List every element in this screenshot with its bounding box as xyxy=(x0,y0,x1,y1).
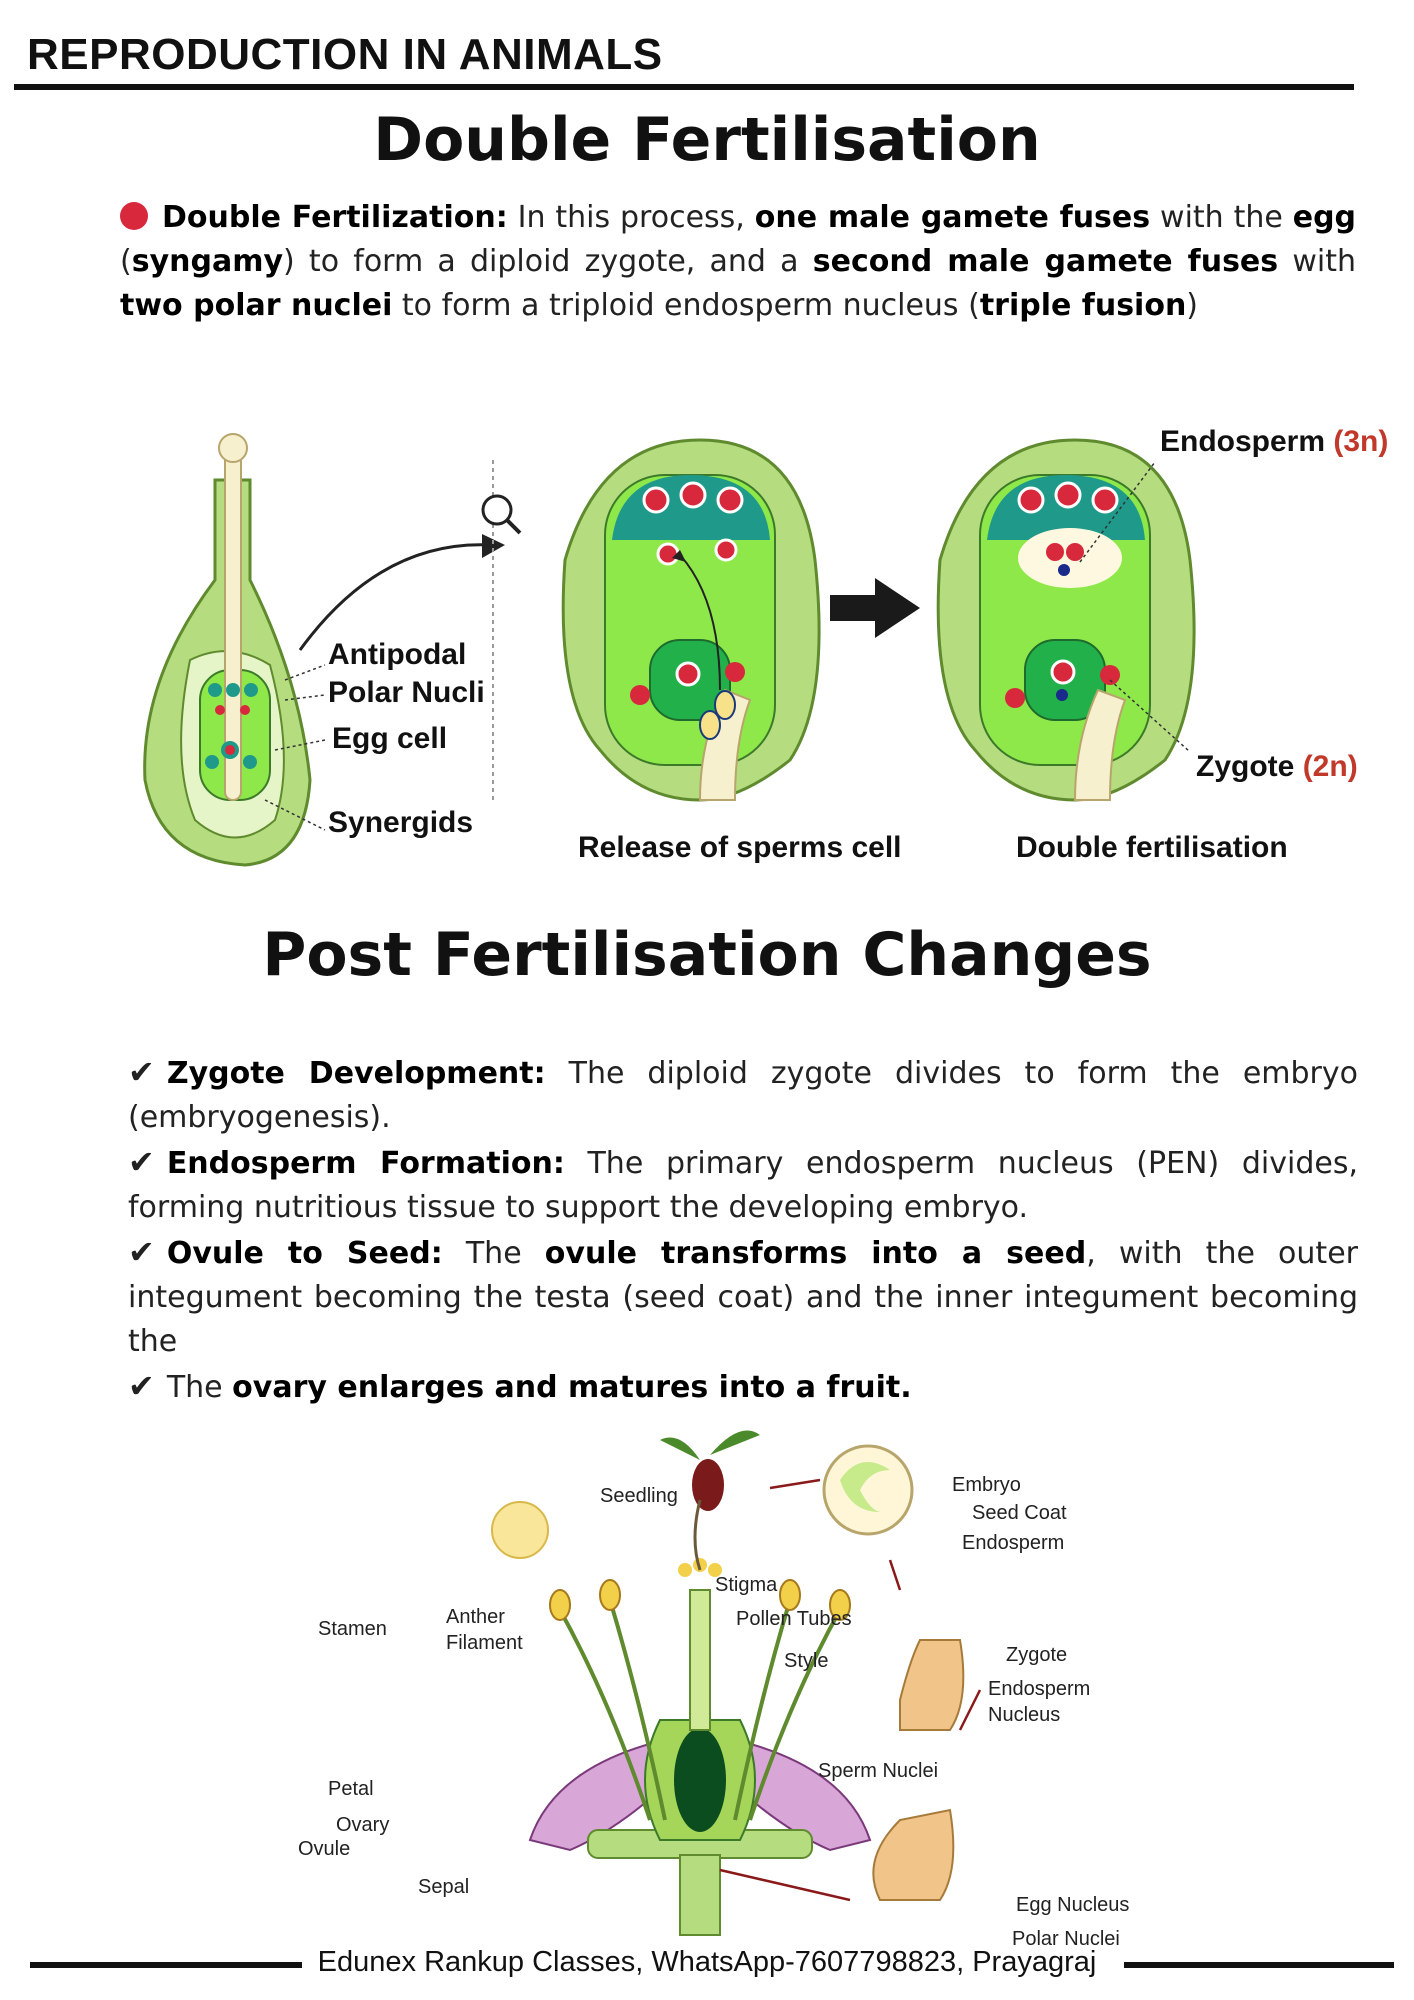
term: Double Fertilization: xyxy=(162,200,508,235)
ovule-right-illustration xyxy=(936,438,1196,802)
item-text: The diploid zygote divides to form the e… xyxy=(128,1056,1358,1135)
label-polar-nucli: Polar Nucli xyxy=(328,676,485,709)
label-ovule: Ovule xyxy=(298,1838,351,1860)
item-term: Endosperm Formation: xyxy=(166,1146,565,1181)
post-fertilisation-flower-diagram xyxy=(491,1430,982,1936)
bold-text: triple fusion xyxy=(979,288,1187,323)
label-seed-coat: Seed Coat xyxy=(972,1502,1067,1524)
text: with xyxy=(1278,244,1356,279)
label-petal: Petal xyxy=(328,1778,374,1800)
ovule-left-illustration xyxy=(143,433,522,867)
label-endosperm-seed: Endosperm xyxy=(962,1532,1065,1554)
footer-rule-right xyxy=(1124,1962,1394,1968)
text: ) to form a diploid zygote, and a xyxy=(283,244,813,279)
label-zygote: Zygote (2n) xyxy=(1196,750,1358,784)
label-egg-cell: Egg cell xyxy=(332,722,448,755)
bold-text: syngamy xyxy=(131,244,284,279)
ovule-mature xyxy=(872,1808,955,1901)
bold-text: one male gamete fuses xyxy=(754,200,1151,235)
endosperm-text: Endosperm xyxy=(1160,425,1326,458)
label-sperm-nuclei: Sperm Nuclei xyxy=(818,1760,939,1782)
label-endosperm: Endosperm (3n) xyxy=(1160,425,1388,459)
item-text: The primary endosperm nucleus (PEN) divi… xyxy=(128,1146,1358,1225)
label-pollen-tubes: Pollen Tubes xyxy=(736,1608,852,1630)
label-sepal: Sepal xyxy=(418,1876,470,1898)
text: In this process, xyxy=(507,200,755,235)
check-icon: ✔ xyxy=(128,1053,155,1091)
label-anther: Anther xyxy=(446,1606,505,1628)
label-ovary: Ovary xyxy=(336,1814,390,1836)
footer-text: Edunex Rankup Classes, WhatsApp-76077988… xyxy=(317,1946,1097,1978)
zygote-ploidy: (2n) xyxy=(1302,750,1358,783)
item-text: The xyxy=(442,1236,545,1271)
text: to form a triploid endosperm nucleus ( xyxy=(392,288,980,323)
caption-double-fertilisation: Double fertilisation xyxy=(1016,831,1288,864)
label-embryo: Embryo xyxy=(952,1474,1021,1496)
label-stamen: Stamen xyxy=(318,1618,387,1640)
flower-illustration xyxy=(491,1501,872,1936)
text: ) xyxy=(1186,288,1199,323)
item-term: Ovule to Seed: xyxy=(166,1236,443,1271)
double-fertilisation-diagram xyxy=(143,433,1196,867)
ovule-developing xyxy=(899,1639,965,1731)
caption-release-sperms: Release of sperms cell xyxy=(578,831,902,864)
footer-rule-left xyxy=(30,1962,302,1968)
header-divider xyxy=(14,84,1354,90)
label-endosperm-nucleus-line1: Endosperm xyxy=(988,1678,1091,1700)
label-polar-nuclei: Polar Nuclei xyxy=(1012,1928,1120,1950)
text: ( xyxy=(120,244,132,279)
item-term: Zygote Development: xyxy=(166,1056,546,1091)
label-antipodal: Antipodal xyxy=(328,638,467,671)
label-zygote-seq: Zygote xyxy=(1006,1644,1068,1666)
label-filament: Filament xyxy=(446,1632,523,1654)
zygote-text: Zygote xyxy=(1196,750,1295,783)
label-stigma: Stigma xyxy=(715,1574,778,1596)
text: with the xyxy=(1150,200,1293,235)
item-bold: ovule transforms into a seed xyxy=(544,1236,1087,1271)
check-icon: ✔ xyxy=(128,1233,155,1271)
bold-text: second male gamete fuses xyxy=(812,244,1279,279)
list-item: ✔ Ovule to Seed: The ovule transforms int… xyxy=(128,1230,1358,1364)
label-endosperm-nucleus-line2: Nucleus xyxy=(988,1704,1061,1726)
page-header-title: REPRODUCTION IN ANIMALS xyxy=(27,30,663,79)
bold-text: egg xyxy=(1292,200,1357,235)
check-icon: ✔ xyxy=(128,1367,155,1405)
label-synergids: Synergids xyxy=(328,806,474,839)
bullet-dot-icon xyxy=(120,202,148,230)
process-arrow-icon xyxy=(830,578,920,638)
section-heading-post-fertilisation: Post Fertilisation Changes xyxy=(262,920,1152,990)
section-heading-double-fertilisation: Double Fertilisation xyxy=(373,105,1041,175)
ovule-middle-illustration xyxy=(561,438,821,802)
item-bold: ovary enlarges and matures into a fruit. xyxy=(232,1370,912,1405)
seedling-illustration xyxy=(660,1430,760,1571)
bold-text: two polar nuclei xyxy=(120,288,393,323)
item-text: , with the outer integument becoming the… xyxy=(128,1236,1358,1359)
post-fertilisation-list: ✔ Zygote Development: The diploid zygote … xyxy=(128,1050,1358,1410)
list-item: ✔ Endosperm Formation: The primary endosp… xyxy=(128,1140,1358,1230)
endosperm-ploidy: (3n) xyxy=(1333,425,1389,458)
check-icon: ✔ xyxy=(128,1143,155,1181)
label-seedling: Seedling xyxy=(600,1485,678,1507)
list-item: ✔ Zygote Development: The diploid zygote … xyxy=(128,1050,1358,1140)
double-fertilization-paragraph: Double Fertilization: In this process, o… xyxy=(120,196,1356,328)
list-item: ✔ The ovary enlarges and matures into a f… xyxy=(128,1364,1358,1410)
seed-cross-section xyxy=(822,1444,914,1536)
label-style: Style xyxy=(784,1650,829,1672)
label-egg-nucleus: Egg Nucleus xyxy=(1016,1894,1130,1916)
item-text: The xyxy=(166,1370,233,1405)
